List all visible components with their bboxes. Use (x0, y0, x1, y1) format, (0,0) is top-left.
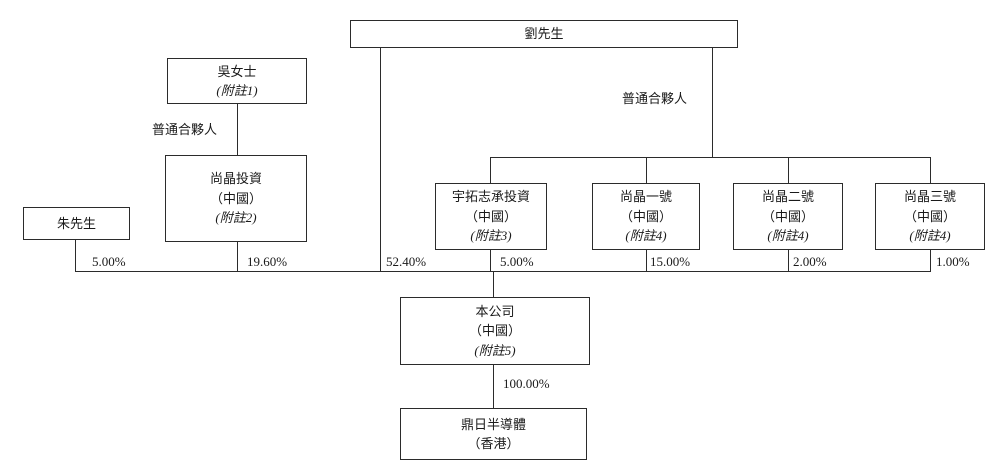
connector-no3-to-bus (930, 250, 931, 272)
node-company-note: (附註5) (474, 342, 516, 358)
connector-no2-to-bus (788, 250, 789, 272)
node-dingri-semiconductor: 鼎日半導體 （香港） (400, 408, 587, 460)
node-mr-zhu: 朱先生 (23, 207, 130, 240)
edge-label-pct-shangjing-no2: 2.00% (793, 254, 827, 269)
node-ms-wu-note: (附註1) (216, 83, 258, 98)
node-mr-zhu-name: 朱先生 (56, 215, 96, 231)
node-shangjing-investment-region: （中國） (209, 190, 262, 206)
node-ms-wu-name: 吳女士 (217, 63, 257, 79)
connector-shangjing-investment-to-bus (237, 242, 238, 272)
node-company-region: （中國） (468, 323, 521, 339)
node-shangjing-no1: 尚晶一號 （中國） (附註4) (592, 183, 700, 250)
node-shangjing-no2-name: 尚晶二號 (761, 189, 814, 205)
connector-liu-right-drop (712, 48, 713, 158)
edge-label-general-partner-left: 普通合夥人 (152, 122, 218, 137)
connector-yutuo-to-bus (490, 250, 491, 272)
connector-drop-no1-top (646, 157, 647, 183)
node-shangjing-no3-region: （中國） (903, 208, 956, 224)
node-shangjing-investment: 尚晶投資 （中國） (附註2) (165, 155, 307, 242)
edge-label-pct-company-to-dingri: 100.00% (503, 376, 550, 391)
edge-label-pct-liu: 52.40% (386, 254, 427, 269)
node-shangjing-no3-name: 尚晶三號 (903, 189, 956, 205)
connector-bus-to-company (493, 271, 494, 298)
connector-drop-no3-top (930, 157, 931, 183)
connector-liu-left-drop (380, 48, 381, 272)
node-ms-wu: 吳女士 (附註1) (167, 58, 307, 104)
connector-ownership-bus (75, 271, 931, 272)
node-shangjing-no2-note: (附註4) (767, 228, 809, 244)
node-shangjing-no1-note: (附註4) (625, 228, 667, 244)
connector-zhu-to-bus (75, 240, 76, 272)
edge-label-general-partner-right: 普通合夥人 (622, 91, 688, 106)
node-yutuo-region: （中國） (464, 208, 517, 224)
node-shangjing-no1-name: 尚晶一號 (619, 189, 672, 205)
node-shangjing-no1-region: （中國） (619, 208, 672, 224)
node-yutuo-name: 宇拓志承投資 (451, 189, 530, 205)
node-yutuo: 宇拓志承投資 （中國） (附註3) (435, 183, 547, 250)
node-dingri-semiconductor-region: （香港） (467, 436, 520, 451)
node-company-name: 本公司 (475, 303, 515, 319)
node-dingri-semiconductor-name: 鼎日半導體 (460, 416, 526, 432)
node-mr-liu-name: 劉先生 (524, 26, 564, 42)
connector-wu-to-shangjing-investment (237, 103, 238, 155)
node-shangjing-no2-region: （中國） (761, 208, 814, 224)
connector-drop-no2-top (788, 157, 789, 183)
connector-company-to-dingri (493, 365, 494, 408)
node-mr-liu: 劉先生 (350, 20, 738, 48)
node-yutuo-note: (附註3) (470, 228, 512, 244)
connector-drop-yutuo-top (490, 157, 491, 183)
connector-gp-distributor (490, 157, 931, 158)
edge-label-pct-shangjing-no3: 1.00% (936, 254, 970, 269)
node-shangjing-no2: 尚晶二號 （中國） (附註4) (733, 183, 843, 250)
node-shangjing-investment-note: (附註2) (215, 210, 257, 226)
edge-label-pct-shangjing-no1: 15.00% (650, 254, 691, 269)
edge-label-pct-yutuo: 5.00% (500, 254, 534, 269)
node-shangjing-no3: 尚晶三號 （中國） (附註4) (875, 183, 985, 250)
edge-label-pct-shangjing-investment: 19.60% (247, 254, 288, 269)
connector-no1-to-bus (646, 250, 647, 272)
node-shangjing-investment-name: 尚晶投資 (209, 171, 262, 187)
node-shangjing-no3-note: (附註4) (909, 228, 951, 244)
edge-label-pct-zhu: 5.00% (92, 254, 126, 269)
node-company: 本公司 （中國） (附註5) (400, 297, 590, 365)
